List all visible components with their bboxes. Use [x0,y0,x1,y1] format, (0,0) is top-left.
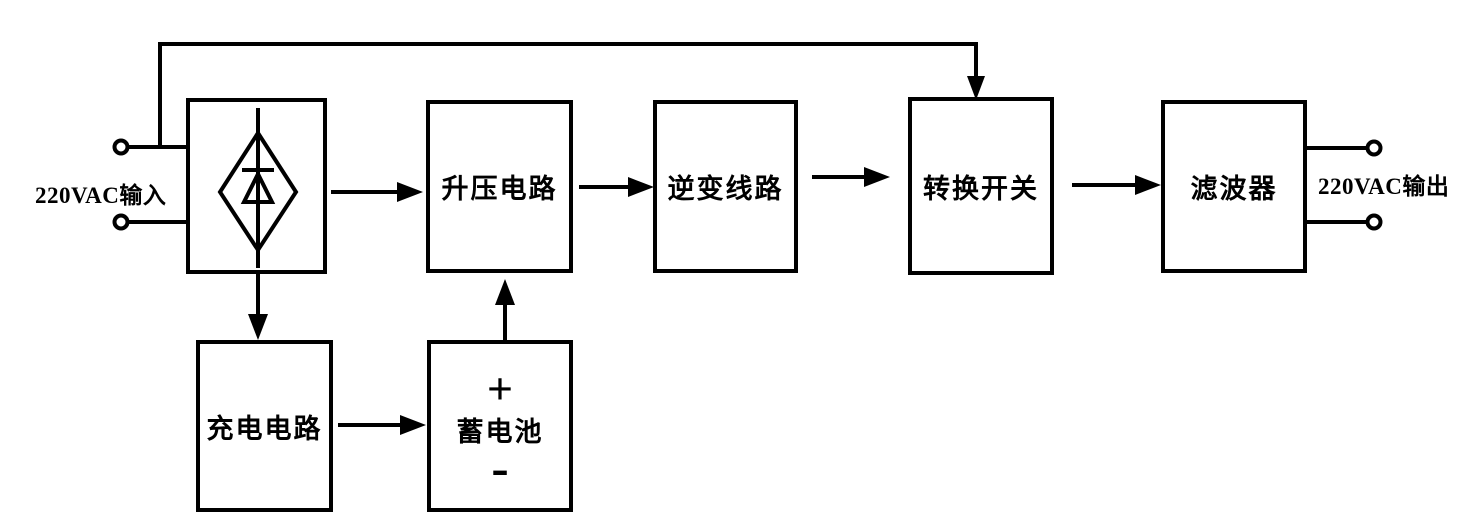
input-terminal-bottom-icon [112,213,130,231]
block-boost-circuit: 升压电路 [426,100,573,273]
block-filter: 滤波器 [1161,100,1307,273]
arrowhead-switch-to-filter-icon [1135,175,1161,195]
block-transfer-switch: 转换开关 [908,97,1054,275]
block-charger-label: 充电电路 [206,413,323,444]
arrowhead-rectifier-to-charger-icon [248,314,268,340]
block-charger-circuit: 充电电路 [196,340,333,512]
block-boost-label: 升压电路 [441,174,558,204]
block-battery-label: 蓄电池 [456,417,544,447]
block-inverter-circuit: 逆变线路 [653,100,798,273]
arrowhead-charger-to-battery-icon [400,415,426,435]
ac-output-label: 220VAC输出 [1318,174,1450,199]
output-terminal-top-icon [1365,139,1383,157]
ac-input-label: 220VAC输入 [35,183,167,208]
arrowhead-rectifier-to-boost-icon [397,182,423,202]
arrowhead-battery-to-boost-icon [495,279,515,305]
arrowhead-inverter-to-switch-icon [864,167,890,187]
battery-plus-sign: + [486,363,514,414]
block-transfer-switch-label: 转换开关 [923,173,1039,204]
block-filter-label: 滤波器 [1190,174,1278,204]
output-terminal-bottom-icon [1365,213,1383,231]
arrowhead-boost-to-inverter-icon [628,177,654,197]
block-battery: + 蓄电池 - [427,340,573,512]
block-inverter-label: 逆变线路 [667,174,784,204]
battery-minus-sign: - [491,440,509,497]
input-terminal-top-icon [112,138,130,156]
block-rectifier [186,98,327,274]
